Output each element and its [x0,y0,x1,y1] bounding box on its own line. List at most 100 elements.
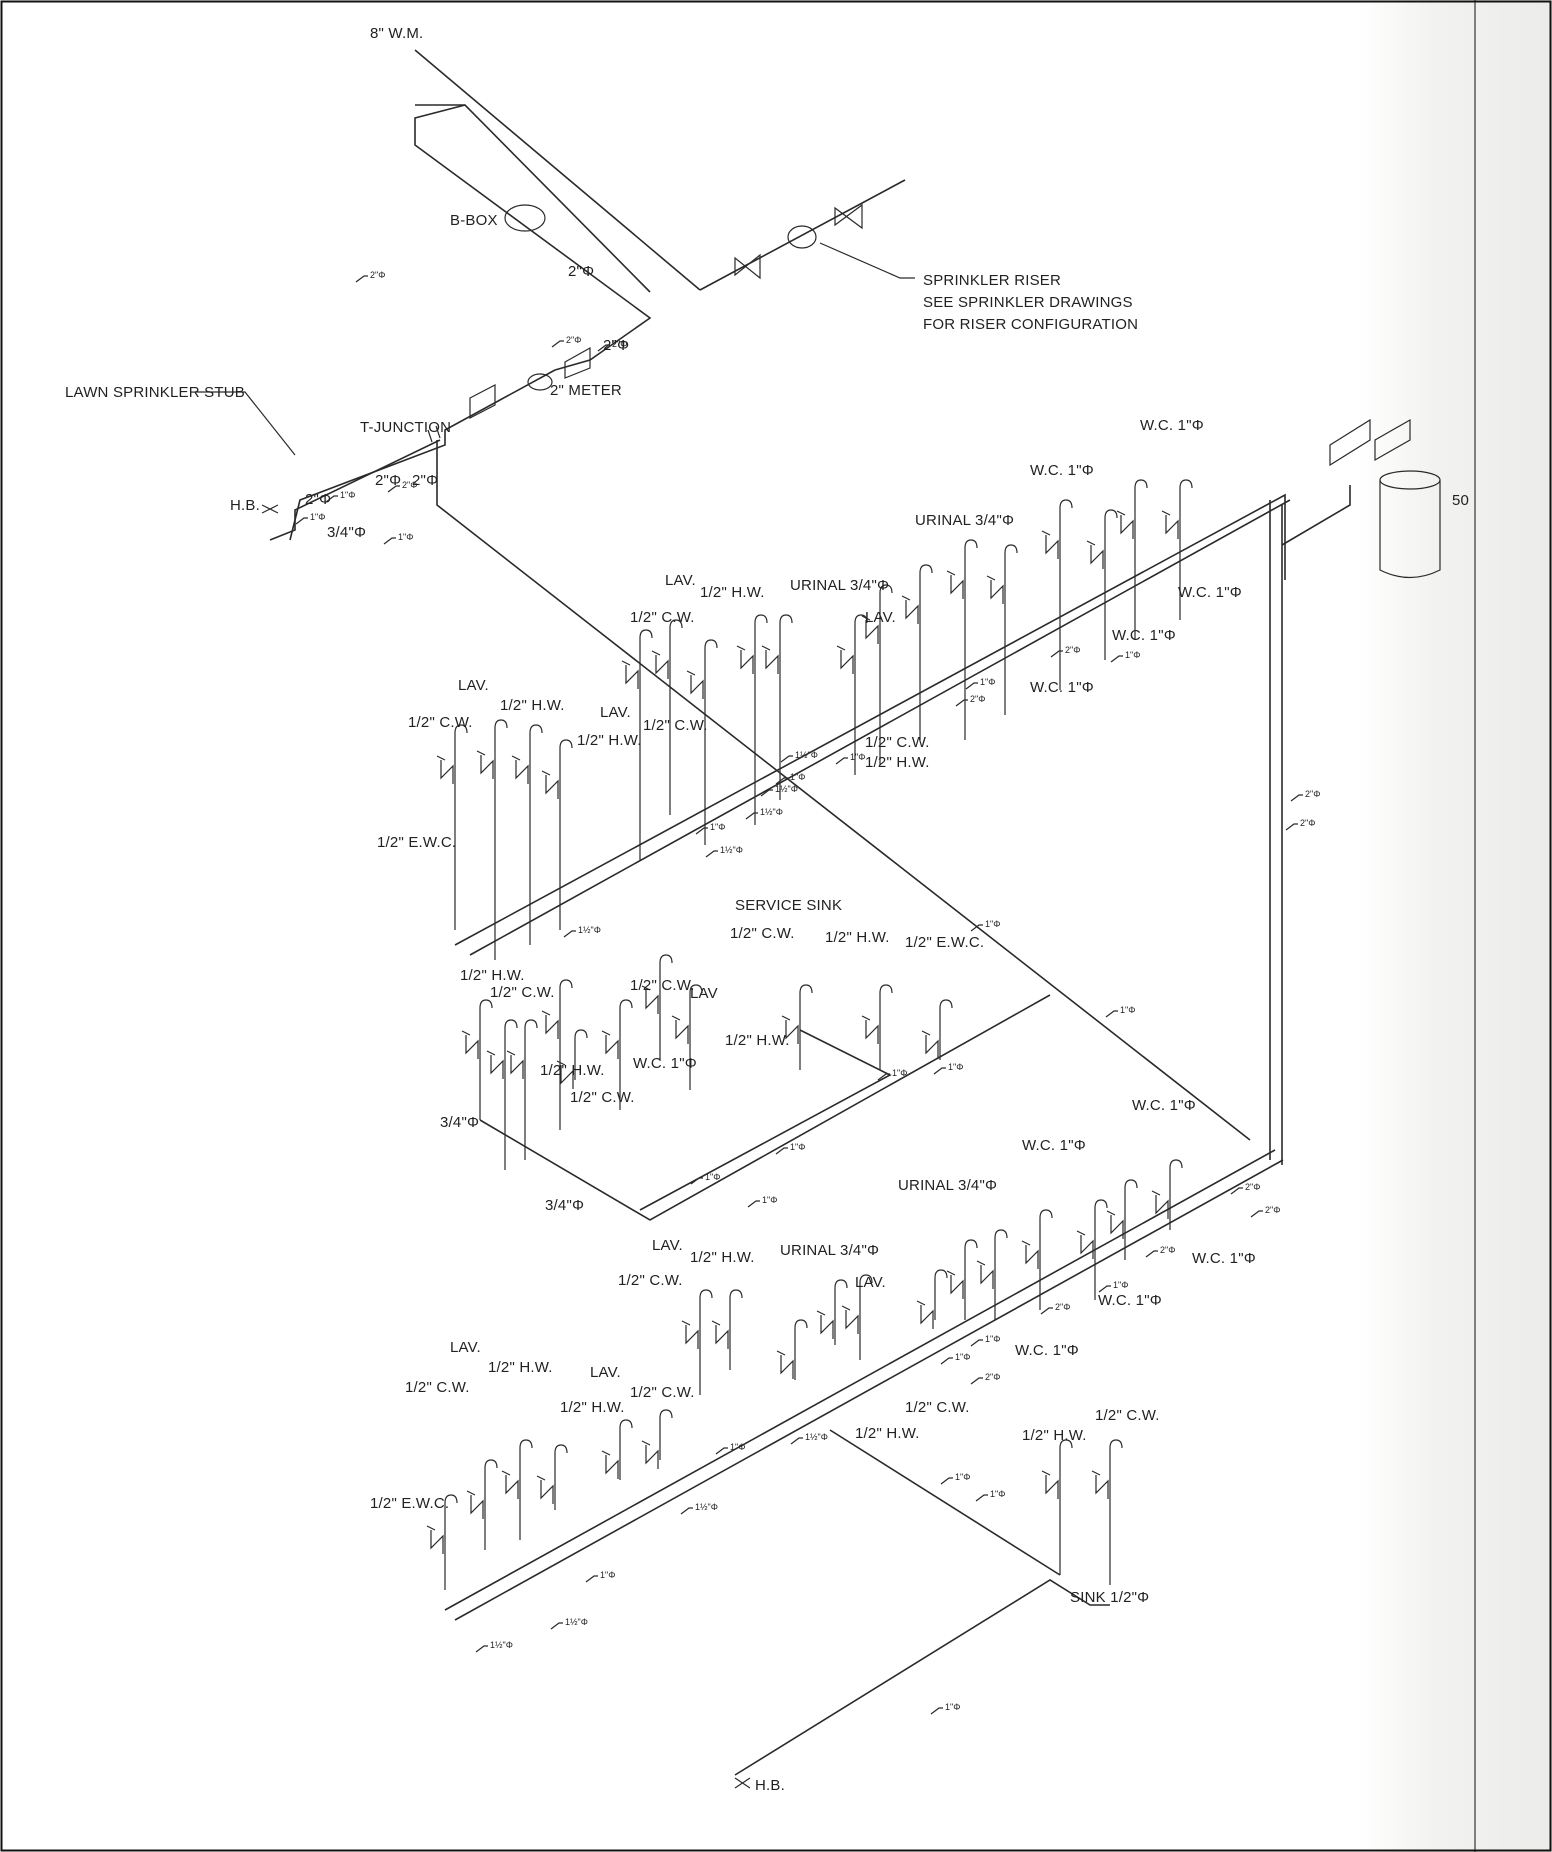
svg-text:1"Φ: 1"Φ [990,1489,1005,1499]
svg-text:1"Φ: 1"Φ [985,919,1000,929]
fixture-riser [1116,479,1148,640]
pipe-size-tag: 2"Φ [1230,1182,1260,1195]
svg-text:1½"Φ: 1½"Φ [775,784,798,794]
svg-text:2"Φ: 2"Φ [1055,1302,1070,1312]
middle-branch [479,994,1051,1221]
fixture-label: 1/2" C.W. [630,609,695,626]
sprinkler-note-2: SEE SPRINKLER DRAWINGS [923,294,1133,311]
pipe-size-tag: 1"Φ [295,512,325,525]
meter-valve-1-icon [564,346,591,379]
svg-text:1"Φ: 1"Φ [398,532,413,542]
fixture-label: 3/4"Φ [440,1114,479,1131]
svg-text:2"Φ: 2"Φ [566,335,581,345]
hose-bib-bottom-icon [734,1777,751,1789]
fixture-label: W.C. 1"Φ [1112,627,1176,644]
fixture-label: W.C. 1"Φ [1030,462,1094,479]
fixture-riser [736,614,768,825]
pipe-size-tag: 1"Φ [690,1172,720,1185]
fixture-label: URINAL 3/4"Φ [780,1242,879,1259]
fixture-label: 1/2" H.W. [500,697,565,714]
svg-text:2"Φ: 2"Φ [1160,1245,1175,1255]
pipe-size-tag: 2"Φ [970,1372,1000,1385]
fixture-label: 1/2" H.W. [700,584,765,601]
fixture-riser [921,999,953,1060]
fixture-label: LAV. [458,677,489,694]
svg-text:1"Φ: 1"Φ [1125,650,1140,660]
water-main-label: 8" W.M. [370,25,423,42]
pipe-size-tag: 1½"Φ [705,845,743,858]
fixture-riser [1041,1439,1073,1575]
b-box-label: B-BOX [450,212,498,229]
fixture-riser [711,1289,743,1370]
fixture-label: 1/2" H.W. [865,754,930,771]
pipe-size-tag: 1"Φ [1105,1005,1135,1018]
fixture-riser [621,629,653,860]
fixture-riser [671,984,703,1090]
fixture-label: 1/2" H.W. [690,1249,755,1266]
sprinkler-leader [819,242,915,279]
svg-text:1"Φ: 1"Φ [1113,1280,1128,1290]
fixture-riser [651,619,683,815]
fixture-label: URINAL 3/4"Φ [790,577,889,594]
upper-floor-branch [454,418,1441,1165]
fixture-riser [1076,1199,1108,1300]
meter-line [289,369,556,541]
fixture-label: 1/2" E.W.C. [377,834,456,851]
pipe-size-tag: 1"Φ [877,1068,907,1081]
fixture-riser [836,614,868,775]
fixture-labels: 2"Φ 2"Φ 2"Φ 2"Φ 2"Φ 3/4"Φ W.C. 1"Φ W.C. 1"Φ URIN… [305,263,1256,1512]
fixture-label: 1/2" C.W. [630,977,695,994]
fixture-riser [536,1444,568,1510]
pipe-size-tag: 1½"Φ [563,925,601,938]
fixture-riser [641,954,673,1060]
pipe-size-tag: 2"Φ [1250,1205,1280,1218]
svg-text:1½"Φ: 1½"Φ [565,1617,588,1627]
svg-text:1"Φ: 1"Φ [340,490,355,500]
svg-text:2"Φ: 2"Φ [612,339,627,349]
fixture-label: W.C. 1"Φ [633,1055,697,1072]
scan-edge-shading [1358,0,1552,1852]
fixture-riser [681,1289,713,1395]
b-box-icon [504,204,546,232]
lawn-stub-leader [195,391,296,456]
pipe-size-tag: 1"Φ [835,752,865,765]
lower-floor-branch [444,1149,1284,1789]
fixture-label: 3/4"Φ [545,1197,584,1214]
main-to-meter [414,104,652,371]
sprinkler-valve-icon [734,203,863,280]
fixture-riser [601,999,633,1110]
pipe-size-tag: 1"Φ [1098,1280,1128,1293]
pipe-size-tag: 1"Φ [585,1570,615,1583]
svg-text:1"Φ: 1"Φ [730,1442,745,1452]
fixture-riser [986,544,1018,715]
fixture-riser [1086,509,1118,660]
sprinkler-note-3: FOR RISER CONFIGURATION [923,316,1138,333]
fixture-riser [1091,1439,1123,1585]
pipe-size-tag: 2"Φ [1040,1302,1070,1315]
pipe-size-labels: 2"Φ 1"Φ 2"Φ 2"Φ 2"Φ 1"Φ 1"Φ 1"Φ 2"Φ 1"Φ 2"Φ 1½"Φ 1"Φ… [295,270,1320,1715]
fixture-label: 1/2" H.W. [855,1425,920,1442]
tank-label: 50 [1452,492,1469,509]
fixture-label: LAV. [865,609,896,626]
fixture-riser [781,984,813,1070]
fixture-label: LAV. [855,1274,886,1291]
pipe-size-tag: 1½"Φ [760,784,798,797]
pipe-size-tag: 2"Φ [355,270,385,283]
pipe-size-tag: 1½"Φ [745,807,783,820]
fixture-label: URINAL 3/4"Φ [898,1177,997,1194]
fixture-riser [946,539,978,740]
t-junction-label: T-JUNCTION [360,419,451,436]
pipe-size-tag: 1½"Φ [790,1432,828,1445]
pipe-size-tag: 1"Φ [383,532,413,545]
svg-text:1"Φ: 1"Φ [1120,1005,1135,1015]
fixture-riser [461,999,493,1120]
svg-text:1"Φ: 1"Φ [600,1570,615,1580]
fixture-riser [776,1319,808,1380]
main-diagonal-2in [436,440,1251,1141]
pipe-size-tag: 2"Φ [551,335,581,348]
hose-bib-label: H.B. [230,497,260,514]
fixture-label: LAV. [652,1237,683,1254]
fixture-riser [901,564,933,740]
fixture-label: 1/2" C.W. [408,714,473,731]
pipe-size-tag: 1"Φ [930,1702,960,1715]
